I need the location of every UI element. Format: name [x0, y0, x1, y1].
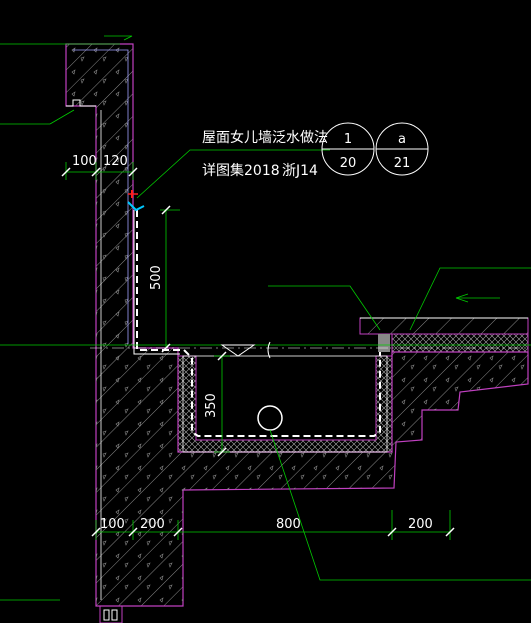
callout-1-bottom: 20	[340, 156, 357, 171]
title-line1: 屋面女儿墙泛水做法	[202, 129, 328, 146]
dimension-ticks	[61, 167, 455, 537]
callout-2-top: a	[398, 132, 406, 147]
callout-2-bottom: 21	[394, 156, 411, 171]
column-marker	[99, 605, 123, 623]
dim-wall-right: 120	[103, 154, 128, 169]
callout-1	[321, 122, 375, 176]
dim-right-seg: 200	[408, 517, 433, 532]
dim-wall-left: 100	[72, 154, 97, 169]
waterproof-membrane	[133, 210, 392, 437]
flashing-detail	[127, 190, 145, 212]
leader-lines	[0, 35, 531, 601]
dim-base-mid: 200	[140, 517, 165, 532]
drain-pipe	[257, 405, 283, 431]
dim-base-left: 100	[100, 517, 125, 532]
callout-2	[375, 122, 429, 176]
dim-upstand: 500	[149, 265, 164, 290]
water-level-mark	[220, 344, 256, 357]
title-ref: 浙J14	[282, 163, 318, 179]
roof-layers	[359, 317, 529, 353]
callout-1-top: 1	[344, 132, 352, 147]
dim-gutter-width: 800	[276, 517, 301, 532]
title-line2: 详图集2018	[202, 162, 280, 179]
gutter-channel	[177, 355, 393, 453]
dim-gutter-depth: 350	[204, 393, 219, 418]
